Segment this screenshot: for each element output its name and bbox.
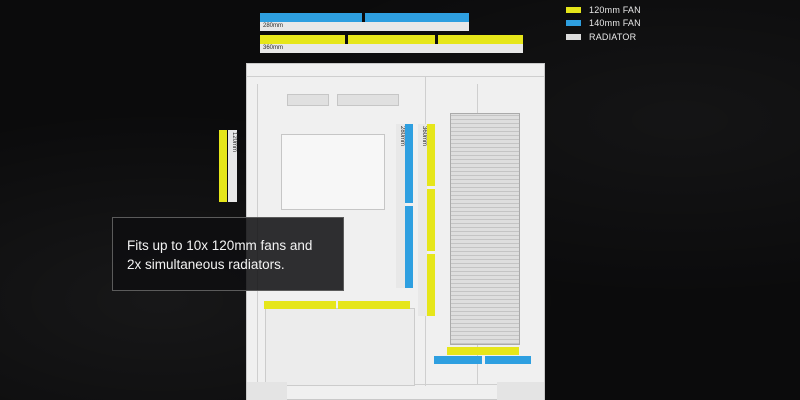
cutout [287,94,329,106]
side-fan-120mm [219,130,227,202]
fan-120mm [427,254,435,316]
caption-line-2: 2x simultaneous radiators. [127,257,285,272]
psu-shroud [265,308,415,386]
caption-line-1: Fits up to 10x 120mm fans and [127,238,313,253]
fan-140mm [434,356,482,364]
legend-swatch-140mm [566,20,581,26]
mid-radiator-label: 360mm [421,126,427,147]
legend-item-120mm-fan: 120mm FAN [566,4,641,16]
legend-swatch-radiator [566,34,581,40]
fan-140mm [260,13,362,22]
fan-120mm [427,124,435,186]
mid-radiator-280: 280mm [396,124,405,288]
caption-box: Fits up to 10x 120mm fans and 2x simulta… [112,217,344,291]
legend-label: RADIATOR [589,32,637,42]
side-radiator-120: 120mm [228,130,237,202]
legend-label: 140mm FAN [589,18,641,28]
fan-140mm [405,124,413,203]
fan-120mm [427,189,435,251]
fan-140mm [405,206,413,288]
mid-radiator-label: 280mm [399,126,405,147]
legend-item-radiator: RADIATOR [566,31,636,43]
foot [247,382,287,400]
fan-140mm [365,13,469,22]
cpu-cutout [281,134,385,210]
fan-120mm [348,35,435,44]
side-radiator-label: 120mm [231,132,237,153]
fan-120mm [447,347,519,355]
front-mesh [450,113,520,345]
legend-swatch-120mm [566,7,581,13]
top-panel-edge [247,76,544,77]
top-radiator-360: 360mm [260,44,523,53]
top-radiator-280: 280mm [260,22,469,31]
fan-120mm [338,301,410,309]
top-120mm-fan-row [260,35,523,44]
legend-label: 120mm FAN [589,5,641,15]
fan-120mm [260,35,345,44]
mid-radiator-360: 360mm [418,124,427,316]
caption-text: Fits up to 10x 120mm fans and 2x simulta… [127,236,337,274]
fan-120mm [438,35,523,44]
cutout [337,94,399,106]
legend-item-140mm-fan: 140mm FAN [566,17,641,29]
fan-120mm [264,301,336,309]
foot [497,382,544,400]
fan-140mm [485,356,531,364]
top-140mm-fan-pair [260,13,469,22]
